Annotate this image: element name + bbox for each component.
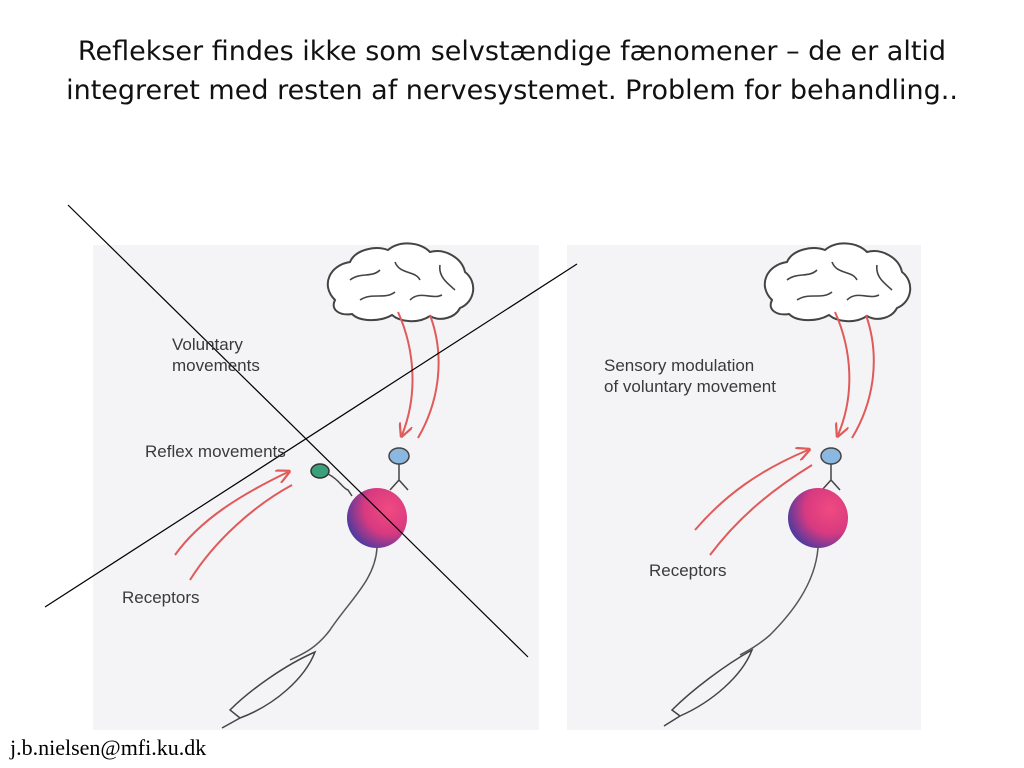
right-receptor-arrows [694,450,812,556]
label-sensory-modulation: Sensory modulation of voluntary movement [604,355,776,397]
right-brain-icon [763,242,912,323]
left-diagram-panel [93,245,539,730]
left-interneuron-icon [310,463,353,497]
left-motoneuron-icon [347,488,407,548]
label-sensory-line2: of voluntary movement [604,377,776,396]
left-descending-arrows [397,311,440,438]
cross-out-line-2 [44,263,578,608]
right-upper-neuron-icon [820,447,842,491]
left-muscle-icon [221,650,317,729]
label-sensory-line1: Sensory modulation [604,356,755,375]
label-receptors-right: Receptors [649,561,727,580]
label-voluntary-line2: movements [172,356,260,375]
cross-out-line-1 [67,204,529,658]
right-descending-arrows [834,311,875,438]
right-diagram-panel [567,245,921,730]
label-reflex-movements: Reflex movements [145,442,286,461]
left-receptor-arrows [174,472,292,581]
label-voluntary-movements: Voluntary movements [172,334,260,376]
left-brain-icon [326,242,475,323]
right-muscle-icon [663,648,754,727]
label-voluntary-line1: Voluntary [172,335,243,354]
left-upper-neuron-icon [388,447,410,491]
right-motoneuron-icon [788,488,848,548]
label-receptors-left: Receptors [122,588,200,607]
right-axon-line [739,547,819,656]
slide-title: Reflekser findes ikke som selvstændige f… [66,36,958,106]
footer-email: j.b.nielsen@mfi.ku.dk [10,735,207,760]
left-axon-line [289,547,378,661]
